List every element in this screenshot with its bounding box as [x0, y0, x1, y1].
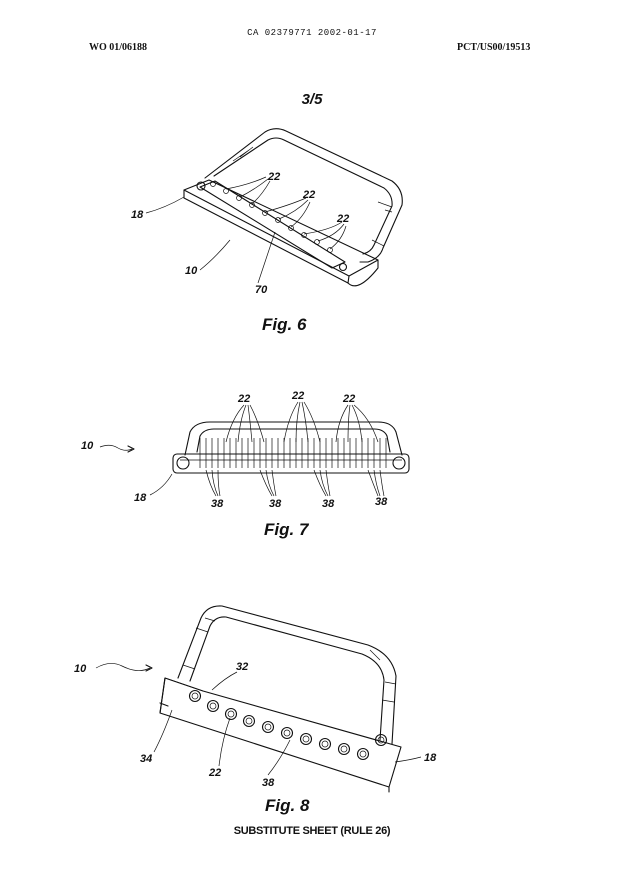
fig7-ref-38d: 38: [375, 496, 388, 508]
fig7-caption: Fig. 7: [264, 520, 309, 539]
fig7-ref-22a: 22: [237, 393, 250, 405]
fig8-ref-22: 22: [208, 767, 221, 779]
fig7-ref-22b: 22: [291, 390, 304, 402]
wo-publication-number: WO 01/06188: [89, 42, 148, 53]
fig6-ref-18: 18: [131, 209, 144, 221]
fig7-ref-18: 18: [134, 492, 147, 504]
fig6-ref-70: 70: [255, 284, 268, 296]
fig6-ref-10: 10: [185, 265, 198, 277]
fig8-ref-38: 38: [262, 777, 275, 789]
fig7-ref-38a: 38: [211, 498, 224, 510]
fig6-ref-22b: 22: [302, 189, 315, 201]
fig8-ref-32: 32: [236, 661, 248, 673]
sheet-number: 3/5: [301, 91, 323, 108]
fig8-drawing: 32 10 34 22 38 18: [74, 605, 437, 793]
fig8-caption: Fig. 8: [265, 796, 310, 815]
ca-document-number: CA 02379771 2002-01-17: [247, 28, 377, 38]
fig7-ref-38c: 38: [322, 498, 335, 510]
substitute-sheet-footer: SUBSTITUTE SHEET (RULE 26): [233, 825, 391, 837]
fig8-ref-18: 18: [424, 752, 437, 764]
fig6-caption: Fig. 6: [262, 315, 307, 334]
fig7-ref-22c: 22: [342, 393, 355, 405]
pct-application-number: PCT/US00/19513: [457, 42, 531, 53]
fig7-ref-38b: 38: [269, 498, 282, 510]
fig8-ref-34: 34: [140, 753, 152, 765]
fig7-ref-10: 10: [81, 440, 94, 452]
fig6-ref-22c: 22: [336, 213, 349, 225]
fig6-ref-22a: 22: [267, 171, 280, 183]
fig7-drawing: 22 22 22 10 18 38 38 38 38: [81, 390, 410, 510]
fig8-ref-10: 10: [74, 663, 87, 675]
fig6-drawing: 22 22 22 18 10 70: [131, 128, 403, 296]
